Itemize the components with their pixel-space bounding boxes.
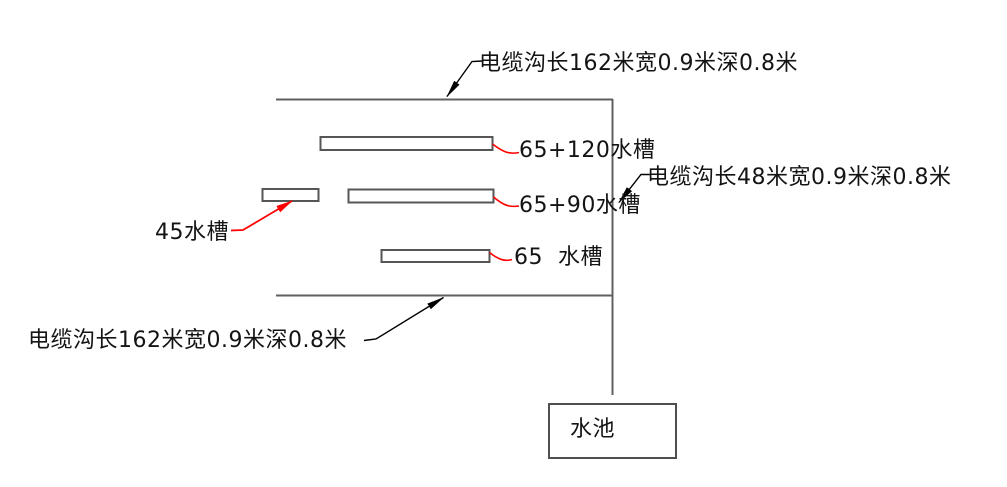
trough-65-rect: [380, 249, 491, 263]
trench-bottom-label: 电缆沟长162米宽0.9米深0.8米: [28, 328, 347, 353]
trough-65-label: 65 水槽: [514, 245, 603, 270]
trench-right-label: 电缆沟长48米宽0.9米深0.8米: [647, 165, 952, 190]
trench-top-label: 电缆沟长162米宽0.9米深0.8米: [479, 51, 798, 76]
leader-trench-top: [446, 60, 483, 98]
leader-trough-65: [489, 251, 513, 262]
trough-65-120-rect: [319, 136, 494, 151]
leader-trough-45: [230, 200, 293, 232]
leader-trough-65-90: [492, 196, 520, 208]
trough-65-120-label: 65+120水槽: [519, 138, 656, 163]
leader-trough-65-120: [492, 143, 520, 154]
trough-45-rect: [261, 188, 320, 202]
water-pool-label: 水池: [570, 417, 616, 442]
leader-trench-right: [618, 173, 650, 204]
leader-trench-bottom: [363, 296, 445, 342]
trough-65-90-rect: [347, 188, 495, 204]
trough-65-90-label: 65+90水槽: [519, 193, 641, 218]
trough-45-label: 45水槽: [155, 220, 229, 245]
water-pool-box: 水池: [548, 403, 677, 459]
